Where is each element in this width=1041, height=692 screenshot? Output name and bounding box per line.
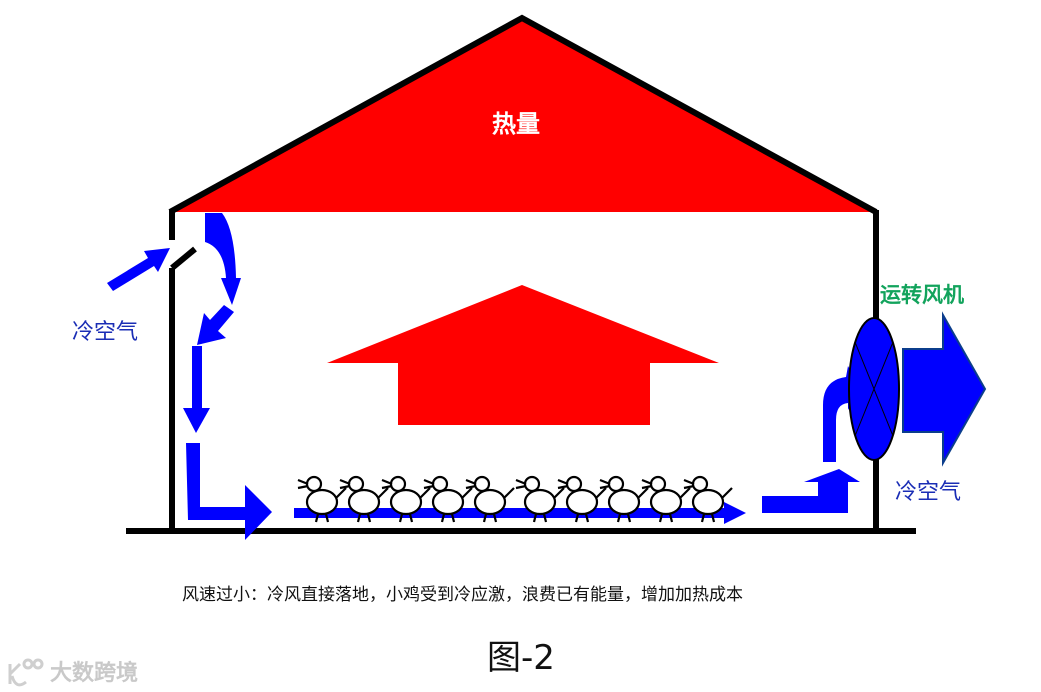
inlet-cold-air-label: 冷空气 xyxy=(72,320,139,345)
diagram-caption: 风速过小：冷风直接落地，小鸡受到冷应激，浪费已有能量，增加加热成本 xyxy=(182,585,743,605)
curved-down-arrow xyxy=(205,213,241,305)
chick-row xyxy=(297,475,733,523)
step-up-arrow xyxy=(762,469,860,513)
heat-label: 热量 xyxy=(492,110,540,138)
running-fan-label: 运转风机 xyxy=(880,283,964,307)
inlet-flap xyxy=(170,246,197,271)
watermark-text: 大数跨境 xyxy=(50,661,139,686)
roof-outline xyxy=(168,14,878,215)
outlet-cold-air-label: 冷空气 xyxy=(895,480,962,505)
vertical-down-arrow xyxy=(183,346,210,433)
inlet-arrow xyxy=(107,248,170,291)
l-shaped-arrow xyxy=(186,443,272,540)
figure-title: 图-2 xyxy=(487,638,555,678)
exhaust-arrow xyxy=(902,311,987,467)
roof-heat-area xyxy=(172,20,874,212)
exhaust-fan xyxy=(848,317,900,461)
diagonal-down-arrow xyxy=(197,305,234,345)
heat-rising-arrow xyxy=(327,285,719,425)
watermark-logo-icon xyxy=(8,658,44,687)
floor-airflow-arrow xyxy=(294,502,746,524)
